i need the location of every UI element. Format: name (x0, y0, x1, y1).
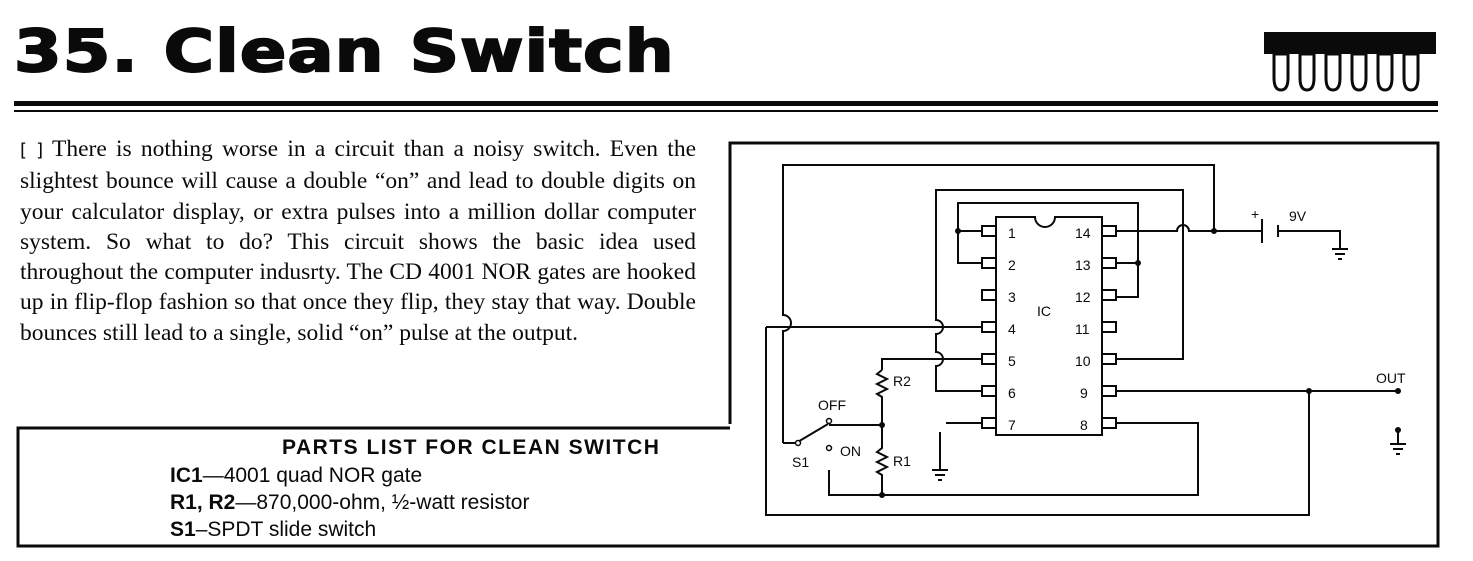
pin-label: 5 (1008, 353, 1016, 369)
pin-label: 4 (1008, 321, 1016, 337)
pin-label: 2 (1008, 257, 1016, 273)
page-title: 35. Clean Switch (13, 17, 675, 85)
intro-paragraph: [ ] There is nothing worse in a circuit … (20, 134, 696, 348)
battery-label: 9V (1289, 208, 1307, 224)
pin-label: 3 (1008, 289, 1016, 305)
article-start-icon: [ ] (20, 140, 44, 161)
intro-text: There is nothing worse in a circuit than… (20, 136, 697, 346)
parts-list-title: PARTS LIST FOR CLEAN SWITCH (282, 436, 661, 459)
pin-label: 10 (1075, 353, 1091, 369)
on-label: ON (840, 443, 861, 459)
parts-item-s1: S1–SPDT slide switch (170, 516, 529, 543)
r1-label: R1 (893, 453, 911, 469)
ic-chip-icon (1264, 32, 1436, 92)
part-ref: IC1 (170, 464, 203, 487)
parts-item-r1-r2: R1, R2—870,000-ohm, ½-watt resistor (170, 489, 529, 516)
s1-label: S1 (792, 454, 809, 470)
title-rule-thin (14, 110, 1438, 112)
parts-list: IC1—4001 quad NOR gate R1, R2—870,000-oh… (170, 462, 529, 543)
pin-label: 12 (1075, 289, 1091, 305)
part-desc: —4001 quad NOR gate (202, 464, 423, 487)
pin-label: 6 (1008, 385, 1016, 401)
pin-label: 11 (1075, 321, 1090, 337)
battery-plus-label: + (1251, 206, 1259, 222)
pin-label: 1 (1008, 225, 1016, 241)
pin-label: 13 (1075, 257, 1091, 273)
part-ref: R1, R2 (170, 491, 236, 514)
pin-label: 7 (1008, 417, 1016, 433)
pin-label: 14 (1075, 225, 1091, 241)
parts-item-ic1: IC1—4001 quad NOR gate (170, 462, 529, 489)
out-label: OUT (1376, 370, 1406, 386)
ic-label: IC (1037, 303, 1051, 319)
off-label: OFF (818, 397, 846, 413)
pin-label: 9 (1080, 385, 1088, 401)
part-desc: —870,000-ohm, ½-watt resistor (235, 491, 530, 514)
pin-label: 8 (1080, 417, 1088, 433)
r2-label: R2 (893, 373, 911, 389)
title-rule-thick (14, 101, 1438, 106)
part-desc: –SPDT slide switch (195, 518, 377, 541)
part-ref: S1 (170, 518, 196, 541)
